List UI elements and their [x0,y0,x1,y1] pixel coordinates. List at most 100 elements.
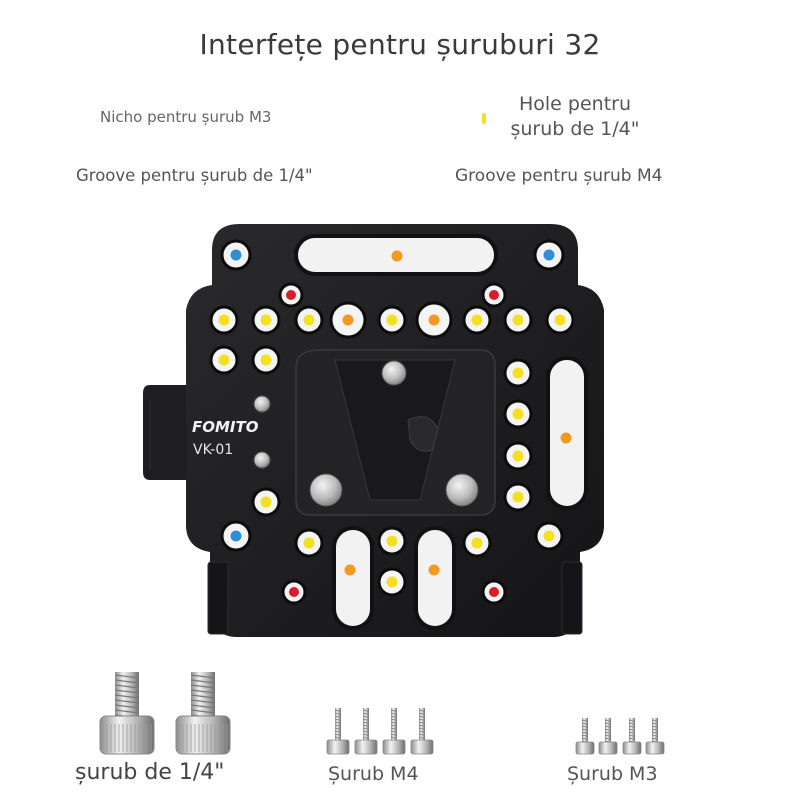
thread-line [418,727,426,730]
thread-line [418,715,426,718]
thread-line [581,722,589,725]
thread-line [334,721,342,724]
thread-line [362,709,370,712]
thread-line [418,730,426,733]
marker-quarter-hole [471,314,483,326]
thread-line [628,725,636,728]
thread-line [581,734,589,737]
vmount-screw-left [309,473,343,507]
thread-line [418,712,426,715]
thread-line [190,699,216,704]
marker-quarter-hole [512,408,524,420]
plate-brand: FOMITO [192,418,259,436]
thread-line [418,724,426,727]
thread-line [334,727,342,730]
thread-line [581,728,589,731]
thread-line [114,689,140,694]
marker-m3-niche [230,530,242,542]
marker-m4-groove [286,290,296,300]
thread-line [418,709,426,712]
thread-line [651,737,659,740]
page-title: Interfețe pentru șuruburi 32 [199,28,601,61]
v-mount-latch [407,416,439,452]
thread-line [362,712,370,715]
marker-quarter-hole [512,491,524,503]
marker-quarter-hole [260,314,272,326]
vmount-screw-right [445,473,479,507]
thread-line [581,737,589,740]
thread-line [190,694,216,699]
small-screw-thread [335,708,341,740]
marker-quarter-groove [344,564,356,576]
thread-line [390,727,398,730]
thread-line [114,684,140,689]
thread-line [362,730,370,733]
thread-line [362,733,370,736]
thread-line [418,718,426,721]
thread-line [604,719,612,722]
thread-line [390,709,398,712]
quarter-hole-key-marker [482,113,486,124]
marker-quarter-groove [560,432,572,444]
thread-line [190,684,216,689]
thread-line [190,679,216,684]
slot-bottom-left [332,526,374,630]
marker-quarter-groove [391,250,403,262]
caption-quarter-screw: șurub de 1/4" [75,760,225,785]
marker-quarter-hole [512,367,524,379]
small-screw-head [410,739,434,755]
marker-quarter-hole [260,354,272,366]
thread-line [362,736,370,739]
thread-line [114,694,140,699]
plate-model: VK-01 [193,442,233,458]
marker-quarter-hole [512,314,524,326]
caption-m4-screw: Șurub M4 [328,763,419,785]
thread-line [362,721,370,724]
thread-line [190,709,216,714]
marker-quarter-hole [554,314,566,326]
thread-line [390,733,398,736]
label-m4-groove: Groove pentru șurub M4 [455,166,663,186]
thread-line [628,737,636,740]
thread-line [334,733,342,736]
label-quarter-groove: Groove pentru șurub de 1/4" [76,166,313,185]
foot-right [561,561,583,635]
thread-line [362,718,370,721]
thread-line [628,731,636,734]
thread-line [651,728,659,731]
thread-line [334,724,342,727]
thread-line [581,731,589,734]
small-screw-head [622,741,642,755]
marker-m4-groove [489,290,499,300]
thread-line [190,704,216,709]
thread-line [581,719,589,722]
thread-line [604,725,612,728]
v-mount-wedge [334,359,456,501]
small-screw-thread [391,708,397,740]
thread-line [651,719,659,722]
thread-line [604,722,612,725]
thread-line [334,736,342,739]
thread-line [628,734,636,737]
marker-quarter-groove [342,314,354,326]
marker-quarter-hole [303,314,315,326]
thread-line [390,736,398,739]
thread-line [114,709,140,714]
thread-line [114,674,140,679]
thread-line [651,731,659,734]
thread-line [390,721,398,724]
thread-line [362,727,370,730]
thread-line [418,736,426,739]
marker-quarter-groove [428,314,440,326]
thread-line [390,730,398,733]
marker-m4-groove [289,587,299,597]
thread-line [190,689,216,694]
thread-line [390,715,398,718]
small-screw-head [326,739,350,755]
marker-quarter-hole [303,537,315,549]
thread-line [628,728,636,731]
small-screw-head [382,739,406,755]
thread-line [190,674,216,679]
